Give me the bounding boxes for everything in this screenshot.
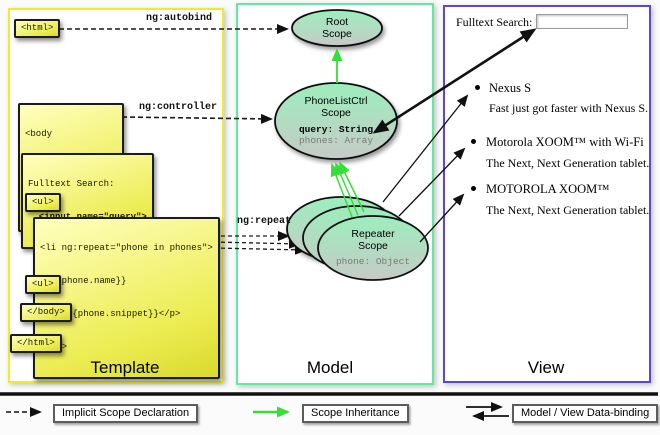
- view-item-desc: The Next, Next Generation tablet.: [486, 203, 650, 217]
- code-line: <p>{{phone.snippet}}</p>: [40, 309, 181, 319]
- scope-name-line: Repeater: [351, 228, 395, 240]
- repeater-scope-label: Repeater Scope phone: Object: [318, 228, 428, 267]
- code-box-html-open: <html>: [14, 19, 61, 38]
- legend-data-binding-box: Model / View Data-binding: [512, 404, 659, 423]
- view-search-label: Fulltext Search:: [456, 15, 533, 29]
- model-panel: [236, 3, 434, 385]
- view-item-title: Motorola XOOM™ with Wi-Fi: [486, 135, 644, 149]
- code-line: </li>: [40, 342, 213, 353]
- scope-prop-phone: phone: Object: [335, 256, 411, 267]
- code-box-body-close: </body>: [20, 303, 72, 322]
- scope-name-line: Root: [325, 16, 349, 28]
- code-box-li-repeat: <li ng:repeat="phone in phones"> {{phone…: [33, 217, 220, 379]
- code-line: Fulltext Search:: [28, 179, 115, 189]
- code-line: <li ng:repeat="phone in phones">: [40, 243, 213, 253]
- legend-scope-inheritance-box: Scope Inheritance: [302, 404, 409, 423]
- code-box-ul-close: <ul>: [25, 275, 61, 294]
- bullet-icon: [475, 85, 480, 90]
- scope-name-line: Scope: [321, 107, 351, 119]
- model-column-title: Model: [306, 358, 354, 377]
- code-line: {{phone.name}}: [40, 276, 127, 286]
- bullet-icon: [471, 186, 476, 191]
- code-box-html-close: </html>: [10, 334, 62, 353]
- controller-label: ng:controller: [139, 102, 218, 113]
- code-box-ul-open: <ul>: [25, 193, 61, 212]
- template-column-title: Template: [90, 358, 160, 377]
- scope-prop-query: query: String: [298, 124, 374, 135]
- repeat-label: ng:repeat: [237, 216, 292, 227]
- view-item-title: Nexus S: [489, 81, 532, 95]
- view-item-desc: Fast just got faster with Nexus S.: [489, 101, 648, 115]
- code-line: <body: [25, 129, 53, 139]
- phonelistctrl-scope-label: PhoneListCtrl Scope query: String phones…: [275, 95, 397, 146]
- view-search-input[interactable]: [536, 14, 628, 29]
- view-item-title: MOTOROLA XOOM™: [486, 182, 610, 196]
- scope-name-line: PhoneListCtrl: [304, 95, 368, 107]
- autobind-label: ng:autobind: [146, 13, 213, 24]
- view-item-desc: The Next, Next Generation tablet.: [486, 156, 650, 170]
- bullet-icon: [471, 139, 476, 144]
- scope-prop-phones: phones: Array: [298, 135, 374, 146]
- view-column-title: View: [527, 358, 565, 377]
- legend-implicit-scope-box: Implicit Scope Declaration: [53, 404, 199, 423]
- root-scope-label: Root Scope: [292, 16, 382, 40]
- scope-name-line: Scope: [322, 28, 352, 40]
- scope-name-line: Scope: [358, 240, 388, 252]
